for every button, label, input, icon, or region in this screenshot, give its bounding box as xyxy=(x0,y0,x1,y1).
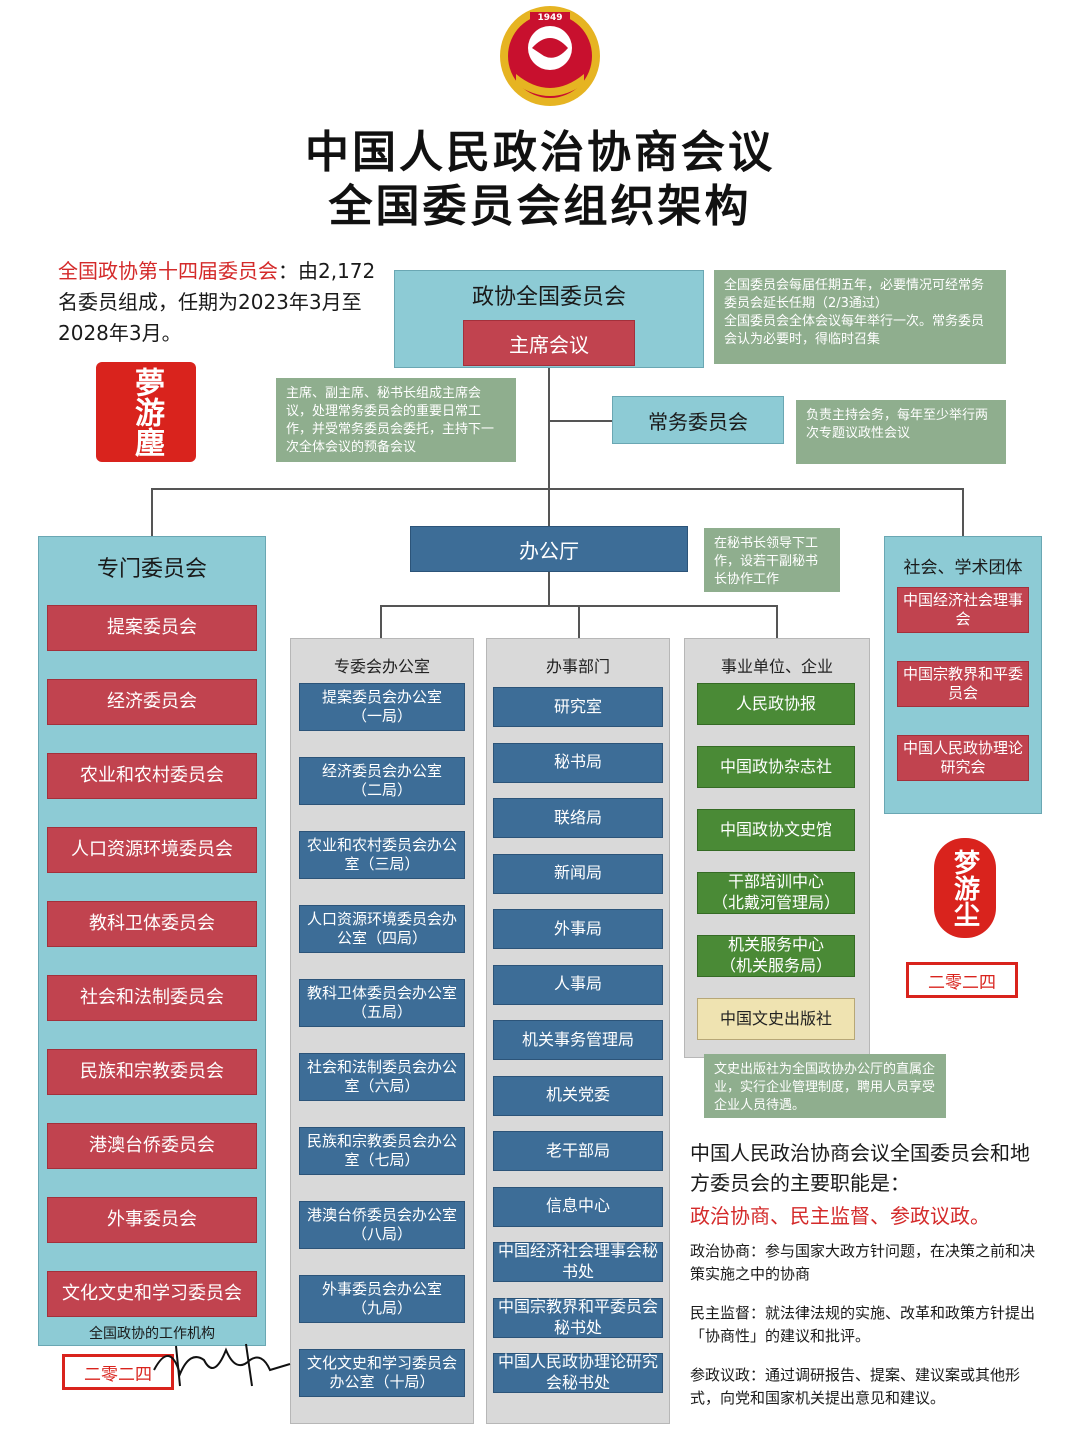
department-item: 中国经济社会理事会秘书处 xyxy=(493,1241,663,1282)
committee-office-item: 提案委员会办公室 （一局） xyxy=(299,683,465,731)
connector-col3-drop xyxy=(776,605,778,639)
special-committees-footer: 全国政协的工作机构 xyxy=(89,1326,215,1342)
social-group-item: 中国宗教界和平委员会 xyxy=(897,661,1029,707)
department-item: 机关事务管理局 xyxy=(493,1020,663,1060)
note-standing-committee: 负责主持会务，每年至少举行两次专题议政性会议 xyxy=(796,400,1006,464)
institution-item: 中国政协文史馆 xyxy=(697,809,855,851)
intro-body: ：由2,172名委员组成，任期为2023年3月至2028年3月。 xyxy=(58,259,376,345)
special-committee-item: 民族和宗教委员会 xyxy=(47,1049,257,1095)
connector-standing xyxy=(548,420,612,422)
department-item: 人事局 xyxy=(493,964,663,1005)
note-chairman-meeting: 主席、副主席、秘书长组成主席会议，处理常务委员会的重要日常工作，并受常务委员会委… xyxy=(276,378,516,462)
institution-item: 中国政协杂志社 xyxy=(697,746,855,788)
signature xyxy=(153,1343,291,1387)
committee-office-item: 民族和宗教委员会办公室（七局） xyxy=(299,1127,465,1175)
institutions-title: 事业单位、企业 xyxy=(720,657,833,676)
seal-right-text: 梦游尘 xyxy=(949,849,980,927)
function-item: 政治协商：参与国家大政方针问题，在决策之前和决策实施之中的协商 xyxy=(690,1242,1036,1283)
department-item: 新闻局 xyxy=(493,853,663,894)
department-item: 联络局 xyxy=(493,798,663,838)
special-committee-item: 社会和法制委员会 xyxy=(47,975,257,1021)
note-general-office: 在秘书长领导下工作，设若干副秘书长协作工作 xyxy=(704,528,840,592)
special-committee-item: 教科卫体委员会 xyxy=(47,901,257,947)
page-title-line1: 中国人民政治协商会议 xyxy=(305,127,775,178)
department-item: 秘书局 xyxy=(493,742,663,783)
chairman-meeting-box: 主席会议 xyxy=(463,320,635,366)
page-title-line2: 全国委员会组织架构 xyxy=(328,181,752,232)
date-stamp-left: 二零二四 xyxy=(62,1354,174,1390)
special-committee-item: 文化文史和学习委员会 xyxy=(47,1271,257,1317)
national-committee-label: 政协全国委员会 xyxy=(471,285,626,310)
intro-text: 全国政协第十四届委员会：由2,172名委员组成，任期为2023年3月至2028年… xyxy=(58,256,388,349)
social-groups-panel: 社会、学术团体 中国经济社会理事会中国宗教界和平委员会中国人民政协理论研究会 xyxy=(884,536,1042,814)
institutions-column: 事业单位、企业 人民政协报中国政协杂志社中国政协文史馆干部培训中心 （北戴河管理… xyxy=(684,638,870,1058)
departments-column: 办事部门 研究室秘书局联络局新闻局外事局人事局机关事务管理局机关党委老干部局信息… xyxy=(486,638,670,1424)
connector-col2-drop xyxy=(578,605,580,639)
intro-highlight: 全国政协第十四届委员会 xyxy=(58,259,278,283)
institution-item: 人民政协报 xyxy=(697,683,855,725)
seal-top-text: 夢游塵 xyxy=(129,367,164,457)
committee-office-item: 人口资源环境委员会办公室（四局） xyxy=(299,905,465,953)
department-item: 研究室 xyxy=(493,687,663,727)
connector-horizontal-top xyxy=(151,488,963,490)
connector-office-drop xyxy=(548,572,550,606)
special-committee-item: 农业和农村委员会 xyxy=(47,753,257,799)
note-national-committee: 全国委员会每届任期五年，必要情况可经常务委员会延长任期（2/3通过） 全国委员会… xyxy=(714,270,1006,364)
committee-office-item: 教科卫体委员会办公室（五局） xyxy=(299,979,465,1027)
special-committee-item: 提案委员会 xyxy=(47,605,257,651)
seal-top-left: 夢游塵 xyxy=(96,362,196,462)
department-item: 信息中心 xyxy=(493,1186,663,1227)
special-committee-item: 外事委员会 xyxy=(47,1197,257,1243)
social-groups-title: 社会、学术团体 xyxy=(903,558,1023,578)
note-publishing-house: 文史出版社为全国政协办公厅的直属企业，实行企业管理制度，聘用人员享受企业人员待遇… xyxy=(704,1054,946,1118)
committee-offices-title: 专委会办公室 xyxy=(333,657,430,676)
institution-item: 机关服务中心 （机关服务局） xyxy=(697,935,855,977)
cppcc-emblem: 1949 xyxy=(496,4,604,108)
institution-item: 干部培训中心 （北戴河管理局） xyxy=(697,872,855,914)
connector-right-drop xyxy=(962,488,964,536)
department-item: 中国人民政协理论研究会秘书处 xyxy=(493,1352,663,1393)
standing-committee-box: 常务委员会 xyxy=(612,396,784,444)
special-committees-title: 专门委员会 xyxy=(96,557,207,582)
social-group-item: 中国经济社会理事会 xyxy=(897,587,1029,633)
committee-offices-column: 专委会办公室 提案委员会办公室 （一局） 经济委员会办公室 （二局） 农业和农村委员… xyxy=(290,638,474,1424)
department-item: 中国宗教界和平委员会秘书处 xyxy=(493,1297,663,1338)
function-item: 参政议政：通过调研报告、提案、建议案或其他形式，向党和国家机关提出意见和建议。 xyxy=(690,1366,1021,1407)
social-group-item: 中国人民政协理论研究会 xyxy=(897,735,1029,781)
committee-office-item: 社会和法制委员会办公室（六局） xyxy=(299,1053,465,1101)
committee-office-item: 外事委员会办公室 （九局） xyxy=(299,1275,465,1323)
committee-office-item: 港澳台侨委员会办公室（八局） xyxy=(299,1201,465,1249)
department-item: 外事局 xyxy=(493,909,663,949)
committee-office-item: 文化文史和学习委员会办公室（十局） xyxy=(299,1349,465,1397)
departments-title: 办事部门 xyxy=(545,657,610,676)
institution-item: 中国文史出版社 xyxy=(697,998,855,1040)
special-committee-item: 人口资源环境委员会 xyxy=(47,827,257,873)
committee-office-item: 农业和农村委员会办公室（三局） xyxy=(299,831,465,879)
department-item: 老干部局 xyxy=(493,1131,663,1171)
emblem-year: 1949 xyxy=(537,13,563,23)
functions-summary: 政治协商、民主监督、参政议政。 xyxy=(690,1204,990,1228)
special-committee-item: 经济委员会 xyxy=(47,679,257,725)
date-stamp-right: 二零二四 xyxy=(906,962,1018,998)
general-office-box: 办公厅 xyxy=(410,526,688,572)
department-item: 机关党委 xyxy=(493,1075,663,1116)
function-item: 民主监督：就法律法规的实施、改革和政策方针提出「协商性」的建议和批评。 xyxy=(690,1304,1036,1345)
seal-right: 梦游尘 xyxy=(934,838,996,938)
connector-left-drop xyxy=(151,488,153,536)
special-committees-panel: 专门委员会 提案委员会经济委员会农业和农村委员会人口资源环境委员会教科卫体委员会… xyxy=(38,536,266,1346)
committee-office-item: 经济委员会办公室 （二局） xyxy=(299,757,465,805)
connector-col1-drop xyxy=(380,605,382,639)
connector-trunk xyxy=(548,368,550,528)
special-committee-item: 港澳台侨委员会 xyxy=(47,1123,257,1169)
functions-heading: 中国人民政治协商会议全国委员会和地方委员会的主要职能是： xyxy=(690,1141,1030,1195)
